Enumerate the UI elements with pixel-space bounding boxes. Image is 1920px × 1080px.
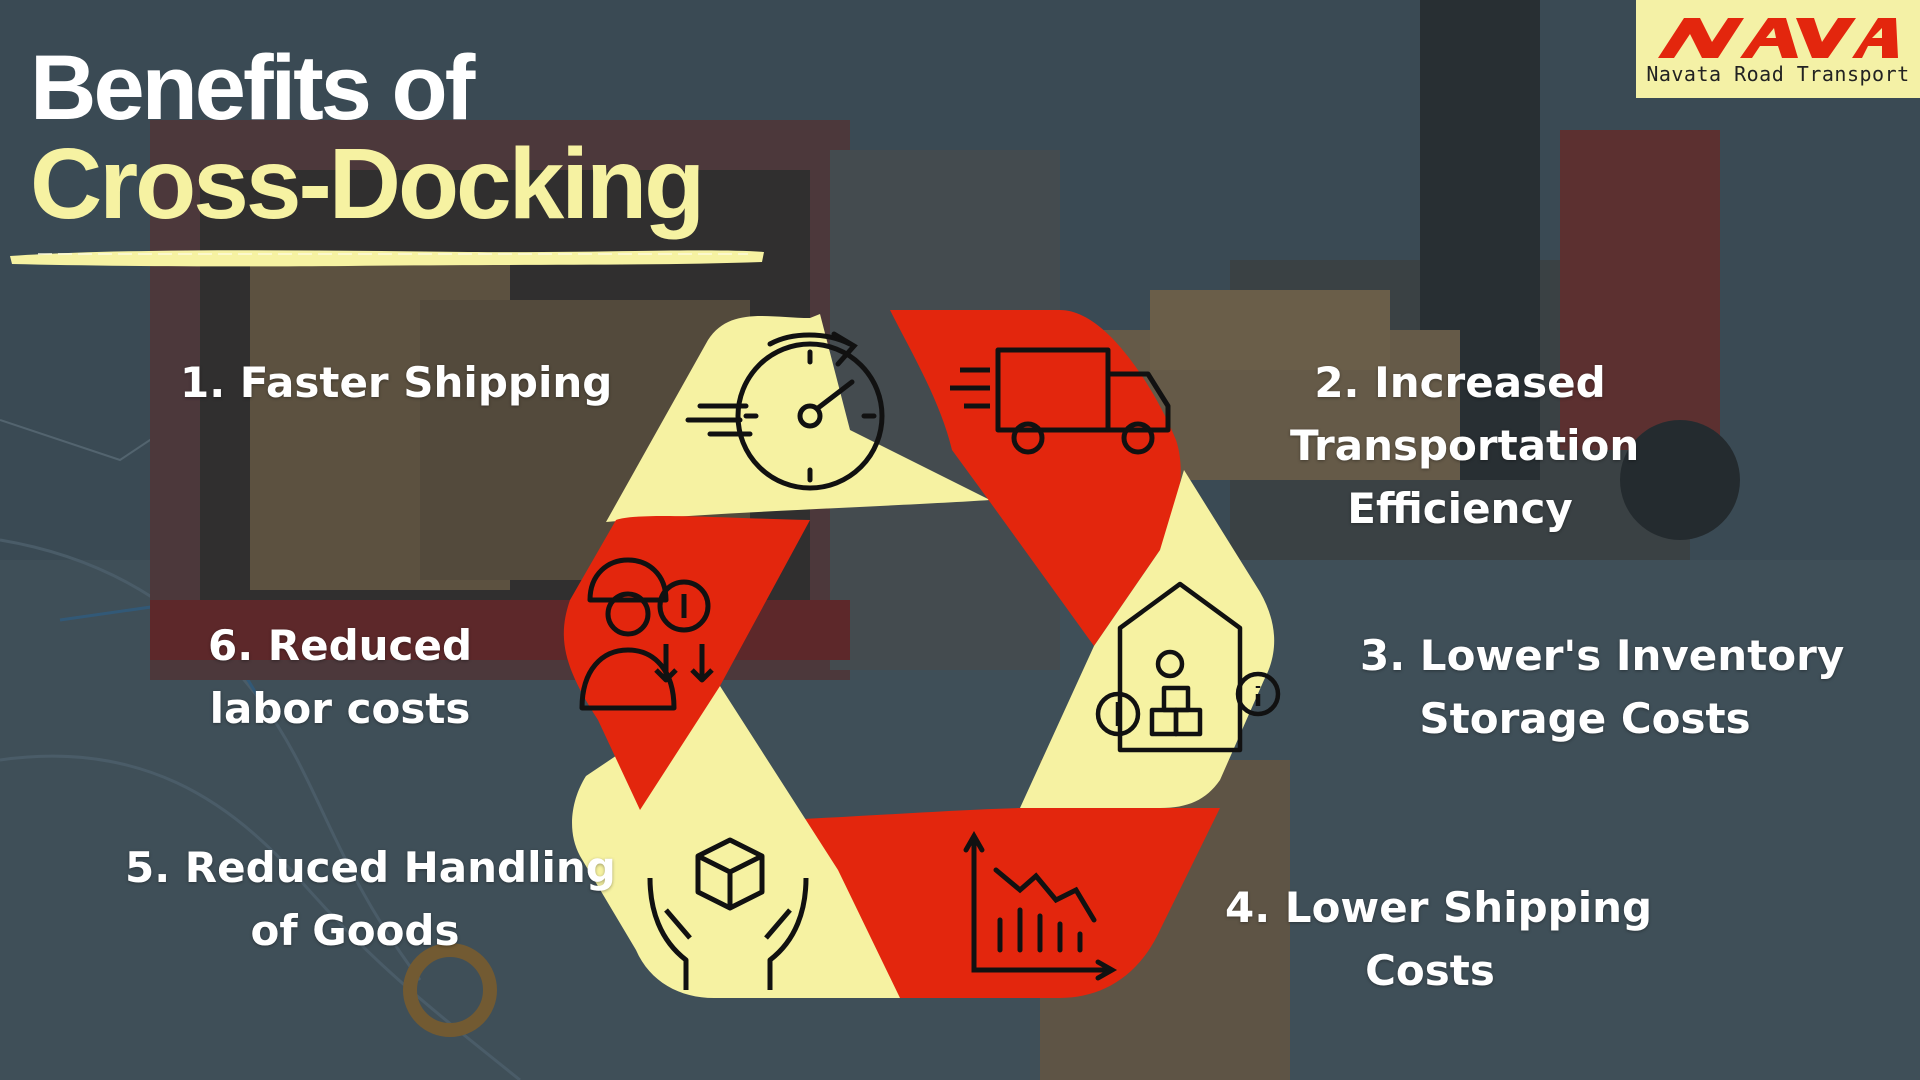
benefit-label-6: 6. Reduced labor costs (190, 614, 490, 740)
title-line-2: Cross-Docking (30, 128, 705, 240)
benefit-5-line-2: of Goods (250, 906, 460, 955)
benefit-4-line-1: 4. Lower Shipping (1225, 883, 1653, 932)
benefit-label-2: 2. Increased Transportation Efficiency (1290, 351, 1640, 540)
warehouse-cost-icon (1095, 581, 1281, 753)
benefit-label-3: 3. Lower's Inventory Storage Costs (1360, 624, 1845, 750)
segment-faster-shipping (606, 314, 990, 522)
benefit-2-line-2: Transportation (1290, 421, 1640, 470)
worker-cost-icon (579, 557, 714, 711)
segment-transportation-efficiency (890, 310, 1181, 646)
segment-lower-inventory-costs (1020, 470, 1281, 808)
brand-logo: Navata Road Transport (1636, 0, 1920, 98)
benefit-2-line-3: Efficiency (1347, 484, 1573, 533)
benefit-label-5: 5. Reduced Handling of Goods (125, 836, 616, 962)
benefit-label-1: 1. Faster Shipping (180, 351, 612, 414)
brand-tagline: Navata Road Transport (1646, 62, 1910, 86)
stopwatch-icon (685, 331, 885, 491)
segment-reduced-labor (563, 515, 810, 810)
title-underline (10, 250, 764, 267)
benefit-1-line-1: 1. Faster Shipping (180, 358, 613, 407)
delivery-truck-icon (950, 347, 1171, 455)
benefit-3-line-2: Storage Costs (1419, 694, 1751, 743)
benefit-6-line-1: 6. Reduced (207, 621, 473, 670)
benefit-2-line-1: 2. Increased (1314, 358, 1606, 407)
benefit-6-line-2: labor costs (209, 684, 471, 733)
title-line-1: Benefits of (30, 37, 475, 139)
benefit-5-line-1: 5. Reduced Handling (125, 843, 616, 892)
benefit-label-4: 4. Lower Shipping Costs (1225, 876, 1653, 1002)
declining-chart-icon (963, 830, 1118, 981)
hands-box-icon (647, 837, 809, 990)
benefit-3-line-1: 3. Lower's Inventory (1360, 631, 1845, 680)
benefits-cycle-diagram (563, 310, 1281, 998)
navata-wordmark (1658, 18, 1898, 58)
benefit-4-line-2: Costs (1365, 946, 1495, 995)
